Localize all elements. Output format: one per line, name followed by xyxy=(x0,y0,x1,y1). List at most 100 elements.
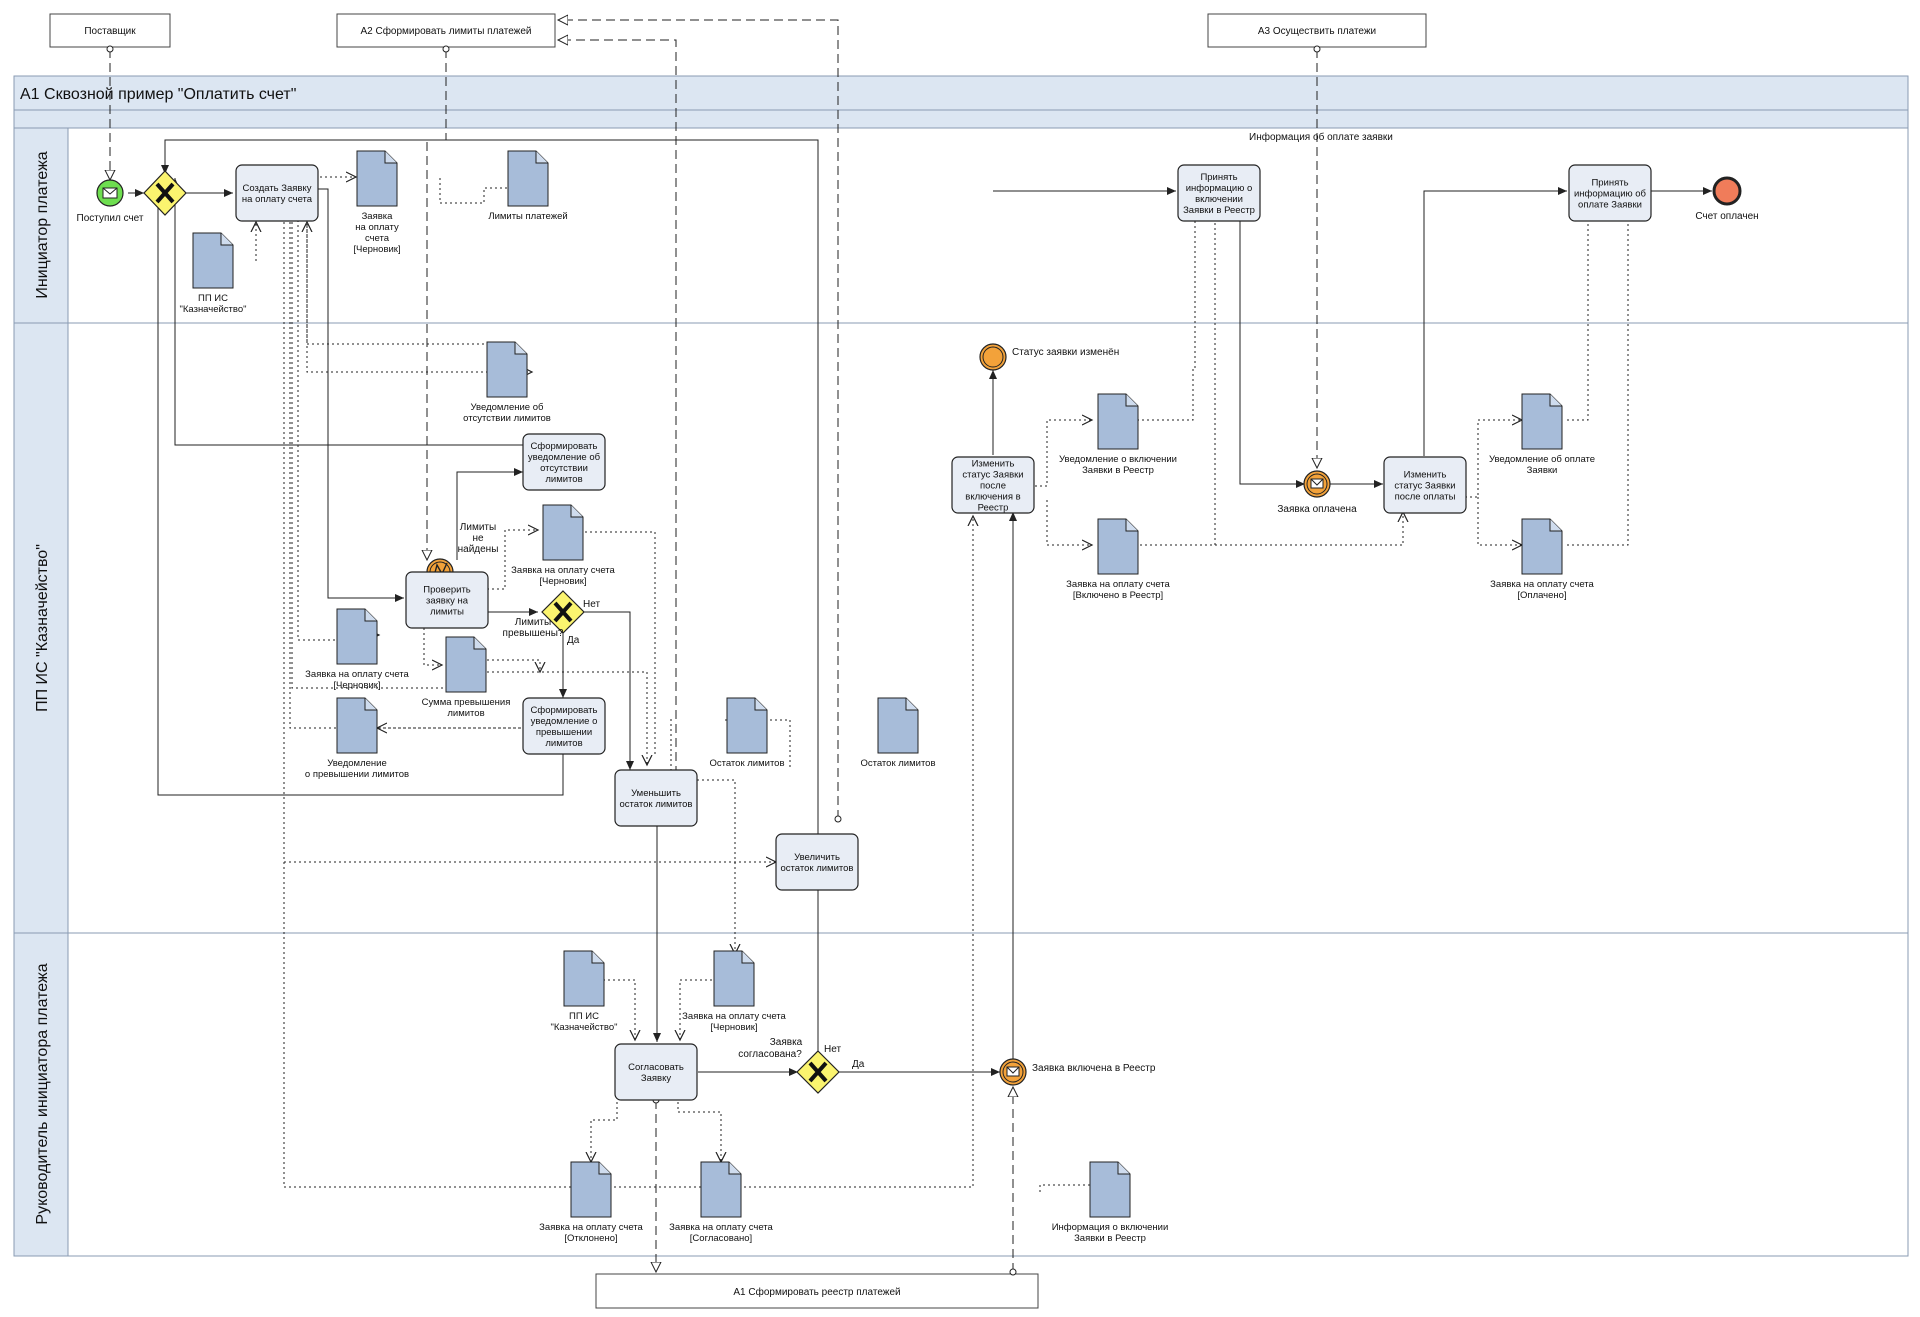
document-d14[interactable]: Заявка на оплату счета[Оплачено] xyxy=(1490,518,1595,601)
document-label-line: Уведомление об xyxy=(471,402,544,413)
envelope-icon xyxy=(1006,1066,1020,1077)
document-d15[interactable]: ПП ИС"Казначейство" xyxy=(551,950,618,1033)
document-d9[interactable]: Остаток лимитов xyxy=(709,697,785,769)
start-event[interactable] xyxy=(96,179,124,207)
status-changed-event-label: Статус заявки изменён xyxy=(1012,347,1119,358)
document-d2[interactable]: Лимиты платежей xyxy=(488,150,568,222)
external-registry xyxy=(595,1273,1039,1309)
gateway-merge[interactable] xyxy=(143,170,187,216)
task-label-line: Уменьшить xyxy=(631,788,681,799)
document-icon xyxy=(700,1161,742,1218)
lane-header-treasury xyxy=(13,322,69,934)
document-label-line: "Казначейство" xyxy=(180,304,247,315)
gateway-limits-exceeded[interactable] xyxy=(541,590,585,634)
task-label-line: превышении xyxy=(536,727,592,738)
task-label-line: Создать Заявку xyxy=(243,183,312,194)
document-label-line: ПП ИС xyxy=(569,1011,599,1022)
task-label-line: отсутствии xyxy=(540,463,588,474)
included-event-label: Заявка включена в Реестр xyxy=(1032,1063,1156,1074)
task-label-line: Сформировать xyxy=(531,705,598,716)
document-icon xyxy=(713,950,755,1007)
document-label-line: [Черновик] xyxy=(353,244,400,255)
end-event[interactable] xyxy=(1712,176,1742,206)
lane-label-manager: Руководитель инициатора платежа xyxy=(34,963,51,1224)
document-icon xyxy=(1521,518,1563,575)
task-label-line: лимитов xyxy=(545,738,582,749)
task-label-line: на оплату счета xyxy=(242,194,313,205)
document-icon xyxy=(726,697,768,754)
gateway-no-limits-label-2: не xyxy=(472,533,484,544)
gateway-exceeded-label-1: Лимиты xyxy=(515,617,551,628)
document-label-line: лимитов xyxy=(447,708,484,719)
document-label-line: Заявка на оплату счета xyxy=(669,1222,773,1233)
document-d18[interactable]: Заявка на оплату счета[Согласовано] xyxy=(669,1161,774,1244)
document-label-line: Уведомление об оплате xyxy=(1489,454,1595,465)
task-label-line: статус Заявки xyxy=(962,470,1023,481)
document-label-line: [Включено в Реестр] xyxy=(1073,590,1163,601)
document-label-line: Сумма превышения xyxy=(422,697,511,708)
document-label-line: Заявка на оплату счета xyxy=(1490,579,1594,590)
document-icon xyxy=(1097,518,1139,575)
document-icon xyxy=(1521,393,1563,450)
task-label-line: Проверить xyxy=(423,585,471,596)
status-changed-event[interactable] xyxy=(979,343,1007,371)
document-d10[interactable]: Остаток лимитов xyxy=(860,697,936,769)
pool-subheader xyxy=(13,109,1909,129)
external-registry-label: А1 Сформировать реестр платежей xyxy=(733,1286,900,1298)
document-label-line: "Казначейство" xyxy=(551,1022,618,1033)
end-event-label: Счет оплачен xyxy=(1695,211,1758,222)
included-event[interactable] xyxy=(999,1058,1027,1086)
document-d3[interactable]: ПП ИС"Казначейство" xyxy=(180,232,247,315)
document-icon xyxy=(336,608,378,665)
document-label-line: [Черновик] xyxy=(333,680,380,691)
task-label-line: после xyxy=(980,481,1006,492)
document-label-line: Остаток лимитов xyxy=(709,758,784,769)
task-label-line: Заявки в Реестр xyxy=(1183,205,1255,216)
document-d12[interactable]: Заявка на оплату счета[Включено в Реестр… xyxy=(1066,518,1171,601)
task-label-line: Изменить xyxy=(972,459,1015,470)
gateway-exceeded-label-2: превышены? xyxy=(503,628,564,639)
document-d5[interactable]: Заявка на оплату счета[Черновик] xyxy=(511,504,616,587)
document-icon xyxy=(507,150,549,207)
lane-header-manager xyxy=(13,932,69,1257)
payment-info-flow-label: Информация об оплате заявки xyxy=(1249,131,1393,143)
message-flows xyxy=(110,20,1317,1272)
task-label-line: заявку на xyxy=(426,596,469,607)
document-label-line: о превышении лимитов xyxy=(305,769,409,780)
payment-received-event[interactable] xyxy=(1303,470,1331,498)
gateway-approved[interactable] xyxy=(796,1050,840,1094)
document-d16[interactable]: Заявка на оплату счета[Черновик] xyxy=(682,950,787,1033)
task-label-line: включении xyxy=(1195,194,1243,205)
document-label-line: Заявка на оплату счета xyxy=(1066,579,1170,590)
task-label-line: Изменить xyxy=(1404,470,1447,481)
task-label-line: уведомление о xyxy=(531,716,598,727)
task-label-line: Принять xyxy=(1200,172,1237,183)
task-label-line: оплате Заявки xyxy=(1578,200,1642,211)
document-label-line: Информация о включении xyxy=(1052,1222,1169,1233)
document-label-line: Заявка на оплату счета xyxy=(682,1011,786,1022)
document-d17[interactable]: Заявка на оплату счета[Отклонено] xyxy=(539,1161,644,1244)
gateway-approved-yes: Да xyxy=(852,1059,865,1070)
document-icon xyxy=(336,697,378,754)
document-d6[interactable]: Заявка на оплату счета[Черновик] xyxy=(305,608,410,691)
